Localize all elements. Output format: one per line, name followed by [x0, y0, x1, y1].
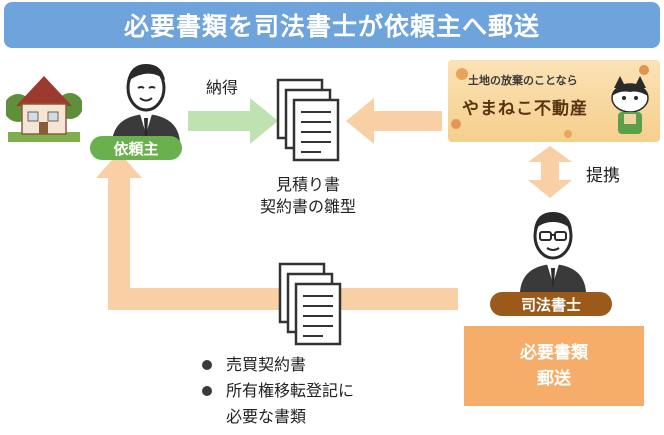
- banner-decoration: [451, 65, 649, 138]
- client-person-icon: [112, 64, 180, 142]
- scrivener-person-icon: [520, 212, 586, 292]
- page-title: 必要書類を司法書士が依頼主へ郵送: [4, 2, 660, 48]
- mail-box-line-1: 必要書類: [520, 343, 588, 363]
- estimate-doc-line-2: 契約書の雛型: [259, 197, 356, 216]
- estimate-doc-label: 見積り書 契約書の雛型: [240, 174, 376, 218]
- document-stack-icon: [276, 78, 340, 162]
- banner-tagline: 土地の放棄のことなら: [468, 74, 578, 87]
- estimate-doc-line-1: 見積り書: [275, 175, 340, 194]
- consent-label: 納得: [206, 78, 239, 97]
- realtor-to-docs-arrow: [346, 98, 442, 144]
- partnership-arrow: [528, 146, 572, 198]
- mail-box-line-2: 郵送: [537, 369, 571, 389]
- mail-box: 必要書類 郵送: [464, 326, 644, 406]
- partnership-label: 提携: [586, 166, 620, 186]
- scrivener-label: 司法書士: [490, 292, 612, 316]
- realtor-banner: 土地の放棄のことなら やまねこ不動産: [448, 60, 660, 142]
- house-icon: [6, 76, 82, 142]
- client-label: 依頼主: [90, 136, 182, 160]
- cat-mascot-icon: [611, 76, 649, 134]
- banner-brand: やまねこ不動産: [462, 99, 588, 119]
- consent-arrow: [188, 98, 278, 144]
- list-item: 売買契約書: [200, 352, 354, 378]
- document-stack-icon-2: [278, 262, 342, 346]
- documents-list: 売買契約書 所有権移転登記に 必要な書類: [200, 352, 354, 430]
- list-item-continuation: 必要な書類: [226, 407, 307, 426]
- list-item: 所有権移転登記に: [200, 378, 354, 404]
